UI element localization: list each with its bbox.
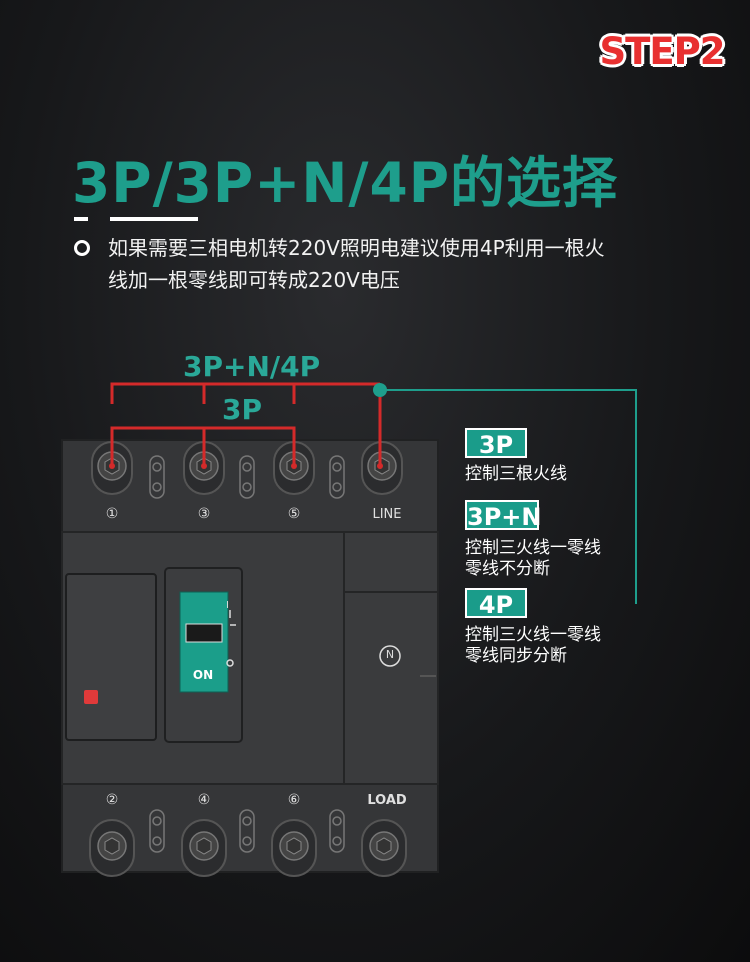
bottom-mounting-holes	[149, 809, 345, 853]
title-rule-short	[74, 217, 88, 221]
switch-on-mark-label: I	[226, 600, 229, 611]
neutral-symbol-icon	[379, 645, 401, 667]
left-cover	[65, 573, 157, 741]
terminal-label-2: ②	[105, 792, 119, 808]
step-badge: STEP2	[599, 30, 725, 73]
option-desc-3p-n-line-1: 控制三火线一零线	[465, 538, 601, 558]
label-3p-n-4p: 3P+N/4P	[183, 350, 321, 383]
title-rule-long	[110, 217, 198, 221]
option-desc-3p-n-line-2: 零线不分断	[465, 559, 550, 579]
switch-off-mark	[226, 659, 234, 667]
description-line-2: 线加一根零线即可转成220V电压	[108, 268, 400, 292]
terminal-label-4: ④	[197, 792, 211, 808]
option-desc-4p-line-1: 控制三火线一零线	[465, 625, 601, 645]
handle-window	[185, 623, 223, 643]
terminal-label-3: ③	[197, 506, 211, 522]
option-desc-4p-line-2: 零线同步分断	[465, 646, 567, 666]
terminal-label-line: LINE	[372, 507, 402, 522]
description: 如果需要三相电机转220V照明电建议使用4P利用一根火 线加一根零线即可转成22…	[108, 232, 708, 296]
right-upper-panel	[343, 531, 439, 593]
option-tag-3p-n: 3P+N	[465, 500, 541, 531]
wire-outer	[110, 382, 380, 404]
bottom-screws	[89, 819, 407, 877]
terminal-label-6: ⑥	[287, 792, 301, 808]
connector-dot	[373, 383, 387, 397]
page-title: 3P/3P+N/4P的选择	[72, 151, 619, 215]
option-desc-3p-line-1: 控制三根火线	[465, 464, 567, 484]
wiring-lines	[110, 382, 382, 466]
right-lower-panel	[343, 591, 439, 785]
terminal-label-1: ①	[105, 506, 119, 522]
indicator-red-icon	[84, 690, 98, 704]
label-3p: 3P	[222, 393, 263, 426]
terminal-label-load: LOAD	[367, 793, 407, 808]
option-desc-4p: 控制三火线一零线 零线同步分断	[465, 625, 601, 667]
terminal-label-5: ⑤	[287, 506, 301, 522]
bullet-circle-icon	[74, 240, 90, 256]
option-desc-3p-n: 控制三火线一零线 零线不分断	[465, 538, 601, 580]
description-line-1: 如果需要三相电机转220V照明电建议使用4P利用一根火	[108, 236, 605, 260]
option-tag-3p: 3P	[465, 428, 527, 459]
neutral-mark-label: N	[385, 648, 395, 661]
top-mounting-holes	[149, 455, 345, 499]
connector-line	[380, 389, 637, 604]
handle-on-label: ON	[192, 668, 214, 682]
option-tag-4p: 4P	[465, 588, 527, 619]
option-desc-3p: 控制三根火线	[465, 464, 567, 485]
